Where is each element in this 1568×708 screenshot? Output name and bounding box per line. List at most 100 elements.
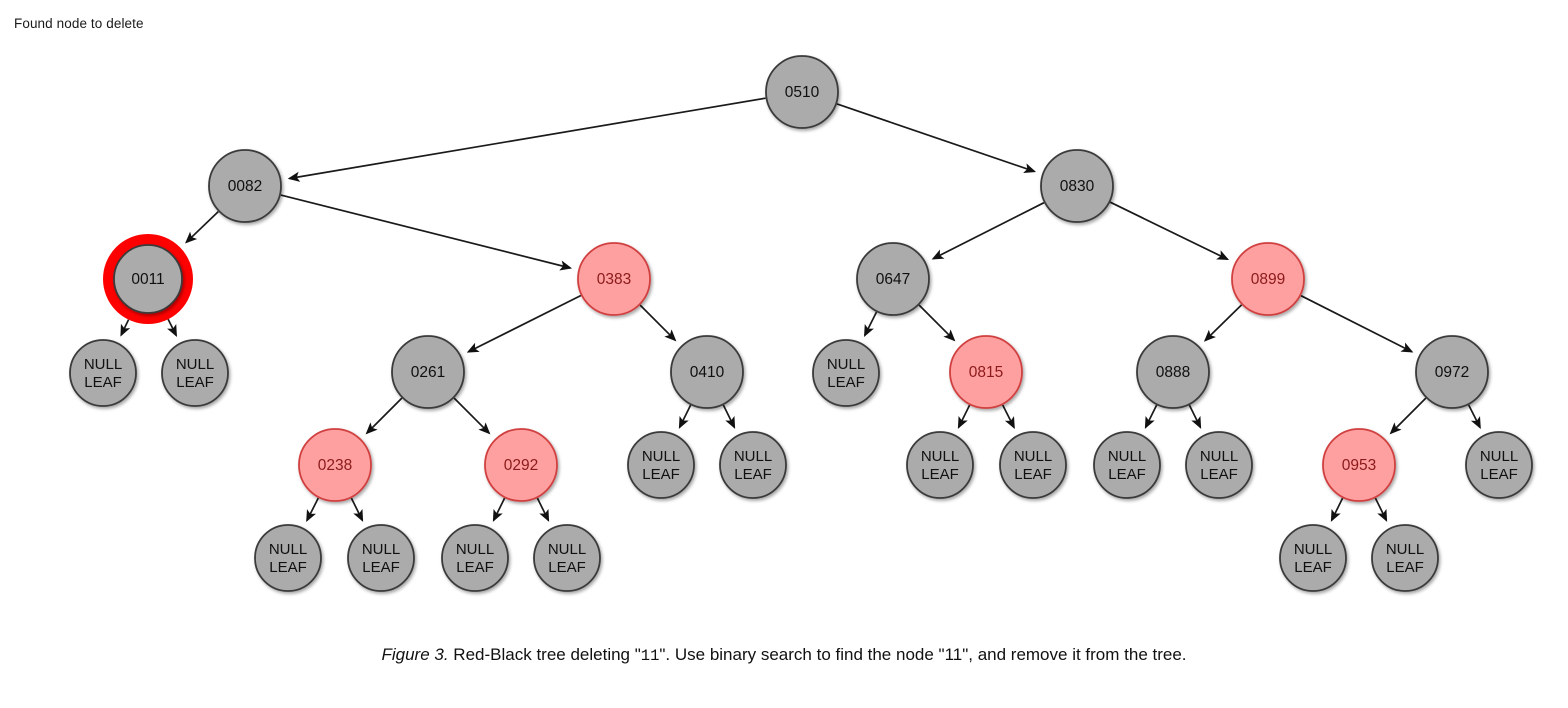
- tree-node-0510[interactable]: 0510: [765, 55, 839, 129]
- tree-node-0815[interactable]: 0815: [949, 335, 1023, 409]
- tree-node-0953[interactable]: 0953: [1322, 428, 1396, 502]
- tree-nodes: 0510 0082 0830 0011 0383 0647 0899 0261 0410 0815…: [69, 55, 1533, 592]
- node-circle: [1322, 428, 1396, 502]
- node-circle: [1465, 431, 1533, 499]
- node-circle: [1231, 242, 1305, 316]
- caption-mono-value: 11: [640, 647, 660, 665]
- tree-edge: [639, 304, 677, 342]
- tree-edge: [722, 404, 736, 429]
- node-circle: [391, 335, 465, 409]
- node-circle: [670, 335, 744, 409]
- tree-edge: [678, 404, 692, 429]
- tree-edge: [287, 97, 766, 182]
- status-message: Found node to delete: [14, 16, 144, 31]
- tree-edge: [466, 294, 582, 353]
- node-circle: [441, 524, 509, 592]
- node-circle: [999, 431, 1067, 499]
- caption-part-1: Red-Black tree deleting ": [448, 645, 641, 664]
- node-circle: [298, 428, 372, 502]
- node-circle: [627, 431, 695, 499]
- tree-edge: [185, 210, 219, 244]
- node-circle: [1040, 149, 1114, 223]
- tree-edge: [864, 311, 878, 337]
- tree-node-0410[interactable]: 0410: [670, 335, 744, 409]
- tree-edge: [957, 404, 971, 429]
- tree-node-0383[interactable]: 0383: [577, 242, 651, 316]
- tree-edge: [453, 397, 491, 435]
- tree-edge: [931, 201, 1045, 260]
- tree-node-0261[interactable]: 0261: [391, 335, 465, 409]
- tree-edge: [1330, 497, 1344, 522]
- tree-edge: [280, 194, 573, 271]
- node-circle: [113, 244, 183, 314]
- tree-edges: [120, 97, 1481, 523]
- tree-edge: [350, 497, 364, 522]
- tree-node-0830[interactable]: 0830: [1040, 149, 1114, 223]
- node-circle: [1185, 431, 1253, 499]
- tree-edge: [836, 103, 1037, 173]
- tree-edge: [306, 497, 320, 523]
- node-circle: [208, 149, 282, 223]
- node-circle: [1371, 524, 1439, 592]
- node-circle: [254, 524, 322, 592]
- tree-edge: [492, 497, 506, 522]
- tree-edge: [120, 319, 131, 337]
- node-circle: [484, 428, 558, 502]
- node-circle: [1136, 335, 1210, 409]
- tree-edge: [1109, 201, 1230, 261]
- tree-edge: [1467, 404, 1481, 430]
- node-circle: [719, 431, 787, 499]
- tree-edge: [1203, 304, 1243, 342]
- tree-node-0899[interactable]: 0899: [1231, 242, 1305, 316]
- figure-label: Figure 3.: [381, 645, 449, 664]
- node-circle: [906, 431, 974, 499]
- node-circle: [533, 524, 601, 592]
- tree-edge: [1144, 404, 1158, 429]
- node-circle: [949, 335, 1023, 409]
- node-circle: [1279, 524, 1347, 592]
- tree-node-0888[interactable]: 0888: [1136, 335, 1210, 409]
- tree-edge: [536, 497, 550, 522]
- tree-node-0292[interactable]: 0292: [484, 428, 558, 502]
- tree-node-0972[interactable]: 0972: [1415, 335, 1489, 409]
- tree-node-0082[interactable]: 0082: [208, 149, 282, 223]
- tree-edge: [1300, 294, 1414, 353]
- node-circle: [856, 242, 930, 316]
- tree-edge: [918, 304, 956, 342]
- node-circle: [347, 524, 415, 592]
- tree-edge: [167, 318, 177, 337]
- tree-edge: [1001, 404, 1015, 430]
- tree-edge: [1374, 497, 1388, 522]
- node-circle: [1415, 335, 1489, 409]
- node-circle: [812, 339, 880, 407]
- node-circle: [161, 339, 229, 407]
- node-circle: [1093, 431, 1161, 499]
- tree-edge: [1389, 397, 1427, 435]
- node-circle: [577, 242, 651, 316]
- tree-edge: [1188, 404, 1202, 429]
- tree-node-0238[interactable]: 0238: [298, 428, 372, 502]
- figure-caption: Figure 3. Red-Black tree deleting "11". …: [0, 645, 1568, 665]
- tree-node-0011[interactable]: 0011: [103, 234, 193, 324]
- node-circle: [765, 55, 839, 129]
- caption-part-2: ". Use binary search to find the node "1…: [659, 645, 1187, 664]
- selection-highlight-ring: [103, 234, 193, 324]
- tree-node-0647[interactable]: 0647: [856, 242, 930, 316]
- tree-edge: [365, 397, 403, 435]
